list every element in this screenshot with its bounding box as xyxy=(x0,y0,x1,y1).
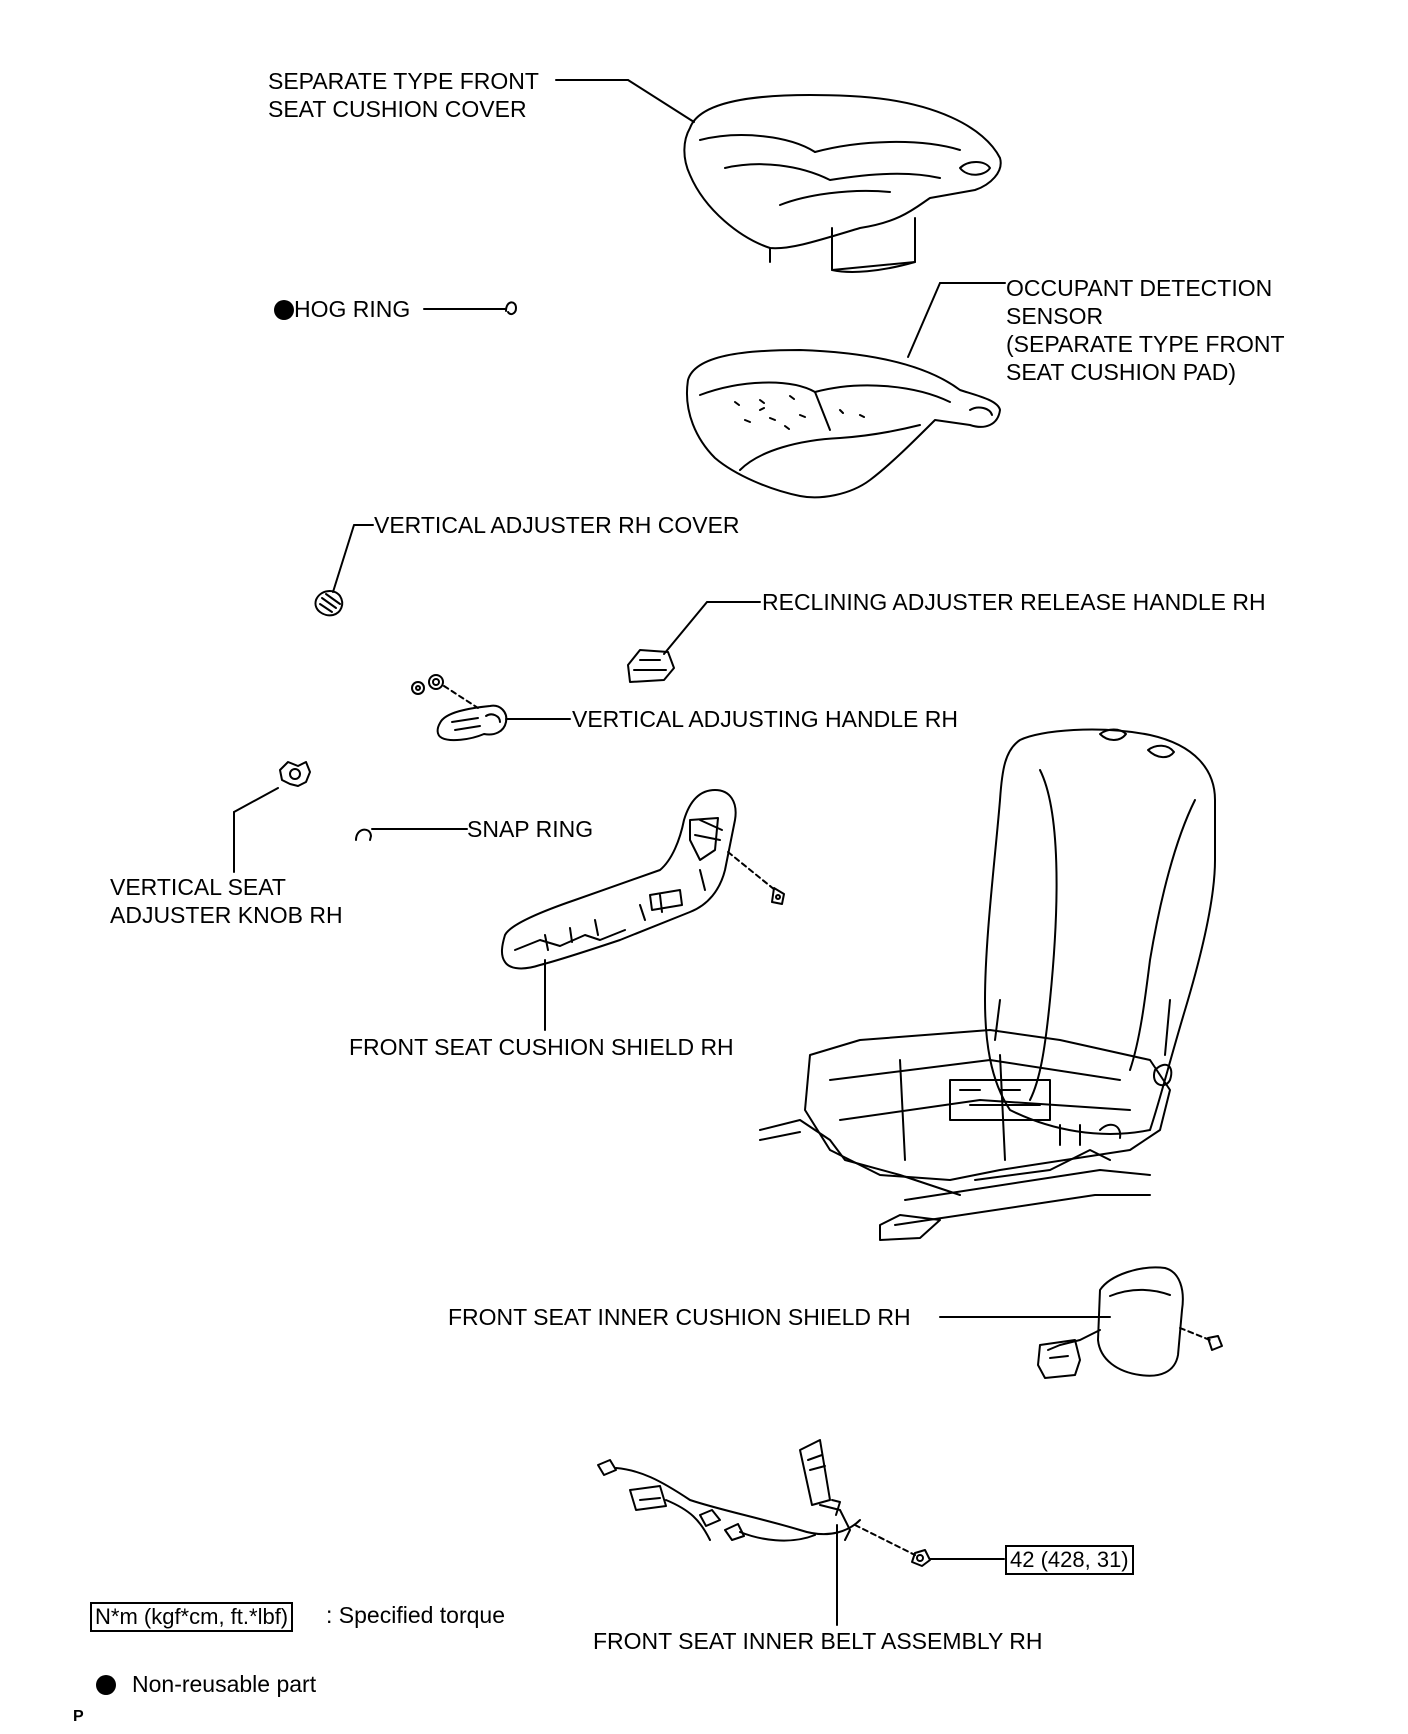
occupant-sensor-label-line2: SENSOR xyxy=(1006,303,1104,329)
reclining-handle-label: RECLINING ADJUSTER RELEASE HANDLE RH xyxy=(762,589,1266,615)
occupant-sensor-label-line3: (SEPARATE TYPE FRONT xyxy=(1006,331,1285,357)
vertical-adjuster-cover-drawing xyxy=(314,590,344,617)
belt-torque-value: 42 (428, 31) xyxy=(1005,1545,1134,1575)
vertical-seat-knob-label-line1: VERTICAL SEAT xyxy=(110,874,286,900)
reclining-handle-drawing xyxy=(627,649,675,683)
seat-cushion-cover-drawing xyxy=(683,94,1002,273)
non-reusable-legend-dot-icon xyxy=(96,1675,116,1695)
snap-ring-label: SNAP RING xyxy=(467,816,594,842)
vertical-seat-knob-label: VERTICAL SEAT ADJUSTER KNOB RH xyxy=(110,873,343,929)
hog-ring-label-text: HOG RING xyxy=(294,296,411,322)
seat-assembly-drawing xyxy=(759,728,1216,1241)
inner-belt-drawing xyxy=(597,1439,931,1567)
occupant-sensor-label-line1: OCCUPANT DETECTION xyxy=(1006,275,1273,301)
non-reusable-legend-text: Non-reusable part xyxy=(132,1671,317,1697)
torque-legend-text: : Specified torque xyxy=(326,1602,506,1628)
vertical-adjuster-cover-label: VERTICAL ADJUSTER RH COVER xyxy=(374,512,740,538)
hog-ring-drawing xyxy=(505,301,517,316)
vertical-seat-knob-label-line2: ADJUSTER KNOB RH xyxy=(110,902,343,928)
non-reusable-dot-icon xyxy=(274,300,294,320)
corner-mark: P xyxy=(73,1708,84,1725)
cushion-cover-label-line2: SEAT CUSHION COVER xyxy=(268,96,527,122)
vertical-adjusting-handle-drawing xyxy=(411,674,508,742)
cushion-shield-label: FRONT SEAT CUSHION SHIELD RH xyxy=(349,1034,734,1060)
vertical-adjusting-handle-label: VERTICAL ADJUSTING HANDLE RH xyxy=(572,706,958,732)
cushion-shield-drawing xyxy=(501,789,785,970)
cushion-cover-label-line1: SEPARATE TYPE FRONT xyxy=(268,68,539,94)
occupant-sensor-label: OCCUPANT DETECTION SENSOR (SEPARATE TYPE… xyxy=(1006,274,1285,386)
cushion-pad-drawing xyxy=(686,349,1001,499)
vertical-seat-knob-drawing xyxy=(279,761,311,787)
torque-legend-box: N*m (kgf*cm, ft.*lbf) xyxy=(90,1602,294,1632)
inner-cushion-shield-drawing xyxy=(1037,1266,1223,1379)
inner-belt-label: FRONT SEAT INNER BELT ASSEMBLY RH xyxy=(593,1628,1043,1654)
occupant-sensor-label-line4: SEAT CUSHION PAD) xyxy=(1006,359,1237,385)
hog-ring-label: HOG RING xyxy=(274,295,410,323)
inner-cushion-shield-label: FRONT SEAT INNER CUSHION SHIELD RH xyxy=(448,1304,911,1330)
snap-ring-drawing xyxy=(355,828,372,841)
cushion-cover-label: SEPARATE TYPE FRONT SEAT CUSHION COVER xyxy=(268,67,539,123)
